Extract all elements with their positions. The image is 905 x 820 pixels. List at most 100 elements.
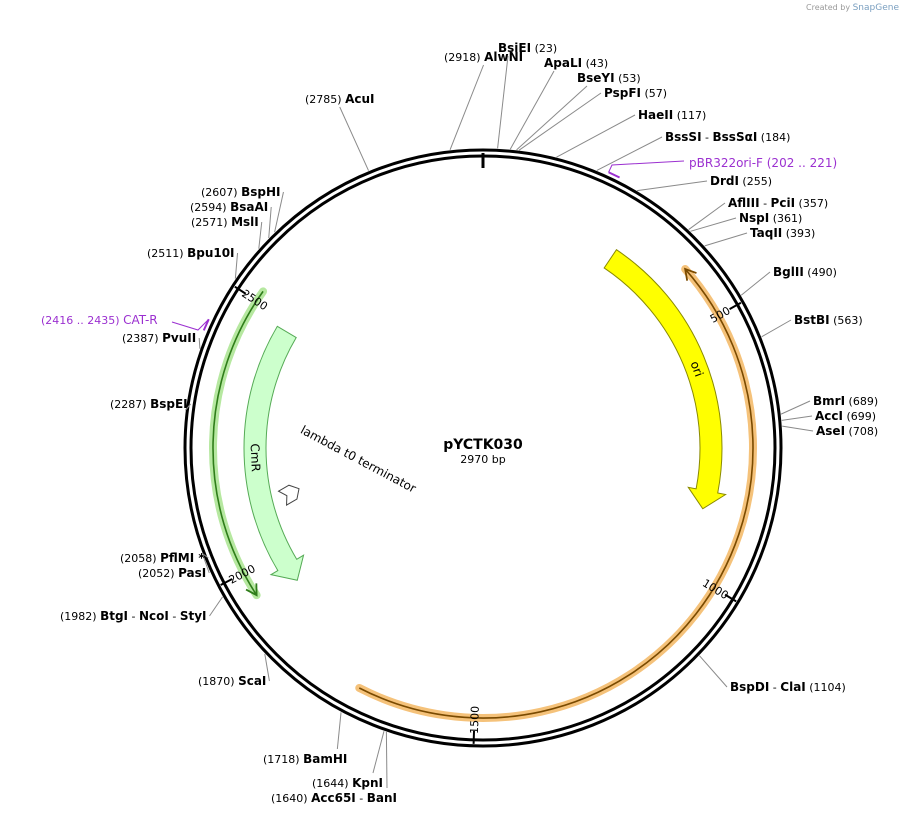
site-text-btgi-ncoi-styi: (1982) BtgI - NcoI - StyI [60,609,207,623]
site-position: (2918) [444,51,484,64]
site-leader-bglii [740,271,771,296]
site-bspei[interactable]: (2287) BspEI [110,397,192,411]
site-bsaai[interactable]: (2594) BsaAI [190,200,272,239]
primer-cat-r[interactable]: (2416 .. 2435) CAT-R [41,313,210,331]
site-name-taqii: TaqII [750,226,782,240]
site-name-bstbi: BstBI [794,313,830,327]
site-text-pflmi: (2058) PflMI * [120,551,205,565]
site-bglii[interactable]: BglII (490) [740,265,837,296]
site-name-asei: AseI [816,424,845,438]
primer-range: (202 .. 221) [763,156,837,170]
tick-2500 [234,285,247,295]
site-acui[interactable]: (2785) AcuI [305,92,375,171]
tick-500 [729,301,742,310]
site-name-pasi: PasI [178,566,206,580]
site-text-nspi: NspI (361) [739,211,802,225]
site-text-bseyi: BseYI (53) [577,71,641,85]
site-leader-pvuii [198,337,201,349]
feature-label-ori: ori [688,359,707,378]
site-position: (1718) [263,753,303,766]
site-leader-acci [781,415,813,421]
site-btgi-ncoi-styi[interactable]: (1982) BtgI - NcoI - StyI [60,596,223,623]
orf-arrowhead-4 [245,583,258,597]
site-name-pcii: PciI [771,196,796,210]
site-position: (1870) [198,675,238,688]
site-position: (57) [641,87,667,100]
tick-label-1500: 1500 [468,706,482,734]
plasmid-name: pYCTK030 [443,437,523,453]
site-separator: - [702,131,713,144]
site-separator: - [356,792,367,805]
site-text-msli: (2571) MslI [191,215,259,229]
site-pasi[interactable]: (2052) PasI [138,556,210,580]
site-separator: - [128,610,139,623]
site-kpni[interactable]: (1644) KpnI [312,731,385,790]
site-text-bsssi-bsss-i: BssSI - BssSαI (184) [665,130,790,144]
site-name-afliii: AflIII [728,196,760,210]
site-bspdi-clai[interactable]: BspDI - ClaI (1104) [699,655,846,694]
site-leader-scai [264,653,270,682]
site-asei[interactable]: AseI (708) [782,424,878,438]
site-name-btgi: BtgI [100,609,128,623]
site-leader-pspfi [518,92,602,151]
site-position: (23) [531,42,557,55]
site-bsssi-bsss-i[interactable]: BssSI - BssSαI (184) [596,130,791,171]
site-text-bpu10i: (2511) Bpu10I [147,246,235,260]
site-name-nspi: NspI [739,211,769,225]
primer-pbr322ori-f[interactable]: pBR322ori-F (202 .. 221) [608,156,838,179]
feature-cmr[interactable] [243,325,305,581]
site-drdi[interactable]: DrdI (255) [637,174,772,192]
site-name-acc65i: Acc65I [311,791,356,805]
site-scai[interactable]: (1870) ScaI [198,653,270,688]
site-position: (2058) [120,552,160,565]
site-leader-bspdi-clai [699,655,728,688]
site-afliii-pcii[interactable]: AflIII - PciI (357) [688,196,828,230]
site-leader-drdi [637,180,708,192]
orf-line-4 [212,290,264,596]
site-bsiei[interactable]: BsiEI (23) [497,41,558,149]
site-bsphi[interactable]: (2607) BspHI [201,185,284,233]
site-acci[interactable]: AccI (699) [781,409,876,423]
site-name-bglii: BglII [773,265,804,279]
site-pvuii[interactable]: (2387) PvuII [122,331,201,349]
site-text-apali: ApaLI (43) [544,56,608,70]
site-pflmi[interactable]: (2058) PflMI * [120,551,209,565]
site-alwni[interactable]: (2918) AlwNI [444,50,523,150]
site-position: (490) [804,266,837,279]
site-haeii[interactable]: HaeII (117) [556,108,706,158]
site-leader-msli [258,221,263,249]
site-bamhi[interactable]: (1718) BamHI [263,712,347,766]
site-name-bmri: BmrI [813,394,845,408]
site-bmri[interactable]: BmrI (689) [780,394,878,415]
site-apali[interactable]: ApaLI (43) [509,56,608,150]
site-name-bamhi: BamHI [303,752,347,766]
site-position: (2607) [201,186,241,199]
site-bstbi[interactable]: BstBI (563) [761,313,863,338]
site-position: (1982) [60,610,100,623]
site-leader-kpni [372,731,385,774]
site-nspi[interactable]: NspI (361) [690,211,802,232]
site-position: (2387) [122,332,162,345]
feature-ori[interactable] [603,249,727,510]
site-name-ncoi: NcoI [139,609,169,623]
site-text-bmri: BmrI (689) [813,394,878,408]
site-text-bspei: (2287) BspEI [110,397,188,411]
site-name-bsphi: BspHI [241,185,280,199]
site-name-bseyi: BseYI [577,71,615,85]
site-leader-taqii [704,232,748,247]
site-bpu10i[interactable]: (2511) Bpu10I [147,246,239,279]
site-separator: - [169,610,180,623]
plasmid-backbone [183,148,783,748]
site-leader-pasi [202,556,210,574]
site-taqii[interactable]: TaqII (393) [704,226,816,247]
site-msli[interactable]: (2571) MslI [191,215,263,249]
site-acc65i-bani[interactable]: (1640) Acc65I - BanI [271,732,397,805]
feature-lambda-t0-terminator[interactable] [277,482,303,506]
site-name-bspdi: BspDI [730,680,769,694]
site-bseyi[interactable]: BseYI (53) [516,71,641,151]
site-pspfi[interactable]: PspFI (57) [518,86,667,151]
site-leader-bseyi [516,85,588,151]
primer-range: (2416 .. 2435) [41,314,123,327]
